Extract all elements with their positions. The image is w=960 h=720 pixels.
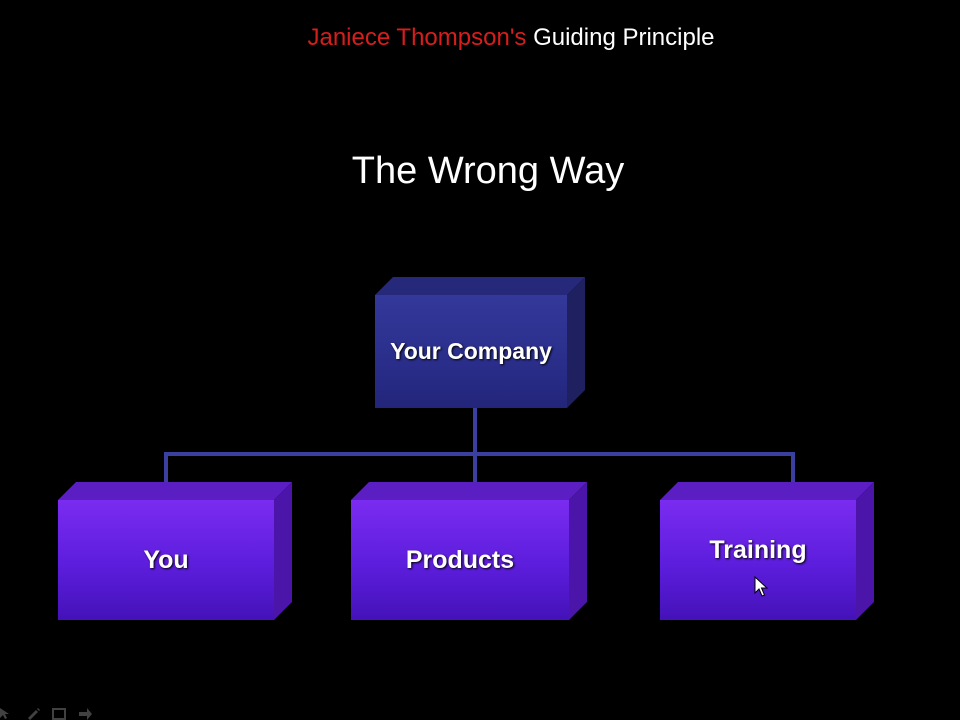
org-node-root: Your Company xyxy=(375,277,585,408)
connector-root-stem xyxy=(473,408,477,456)
org-node-you: You xyxy=(58,482,292,620)
connector-right xyxy=(791,452,795,498)
connector-horizontal xyxy=(164,452,795,456)
org-node-products: Products xyxy=(351,482,587,620)
grid-tool-icon[interactable] xyxy=(52,706,66,720)
slide-title: The Wrong Way xyxy=(351,150,625,192)
org-node-products-label: Products xyxy=(351,500,569,620)
org-node-training-label: Training xyxy=(660,500,856,620)
connector-center xyxy=(473,452,477,498)
header-author: Janiece Thompson's xyxy=(307,24,527,51)
next-slide-icon[interactable] xyxy=(78,706,92,720)
connector-left xyxy=(164,452,168,498)
org-node-root-label: Your Company xyxy=(375,295,567,408)
org-node-training: Training xyxy=(660,482,874,620)
slide-header: Janiece Thompson's Guiding Principle xyxy=(0,24,960,52)
pen-tool-icon[interactable] xyxy=(26,706,40,720)
arrow-tool-icon[interactable] xyxy=(0,706,14,720)
presentation-toolbar xyxy=(0,706,92,720)
header-title: Guiding Principle xyxy=(533,24,715,51)
org-node-you-label: You xyxy=(58,500,274,620)
mouse-cursor-icon xyxy=(754,576,768,597)
